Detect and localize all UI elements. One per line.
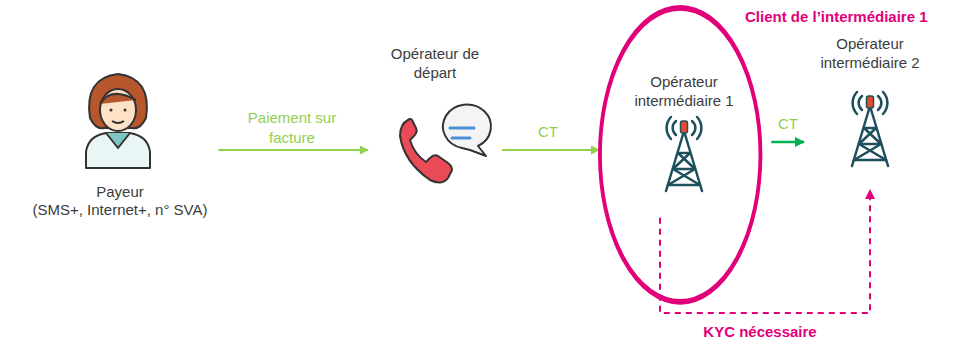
node-text: Opérateur intermédiaire 2 xyxy=(814,35,926,73)
edge-label: Paiement sur facture xyxy=(233,108,351,147)
phone-icon xyxy=(400,104,491,182)
highlight-circle: Opérateur intermédiaire 1 xyxy=(598,5,770,217)
flow-arrow xyxy=(771,141,804,144)
edge-label: KYC nécessaire xyxy=(680,322,840,342)
callout-label: Client de l’intermédiaire 1 xyxy=(745,8,928,25)
person-icon xyxy=(86,74,150,168)
node-text: (SMS+, Internet+, n° SVA) xyxy=(33,201,208,220)
dashed-connector xyxy=(660,190,870,313)
operator-node: Opérateur intermédiaire 2 xyxy=(809,35,931,185)
operator-node: Opérateur de départ xyxy=(373,45,497,190)
node-text: Opérateur de départ xyxy=(379,45,491,83)
highlight-outline xyxy=(600,8,761,302)
edge-label: CT xyxy=(768,114,808,134)
edge-label: CT xyxy=(528,122,568,142)
highlight-ellipse xyxy=(598,5,770,217)
flow-arrow xyxy=(219,149,369,151)
flow-arrow xyxy=(502,149,599,151)
payer-node: Payeur(SMS+, Internet+, n° SVA) xyxy=(27,70,214,220)
node-text: Opérateur intermédiaire 1 xyxy=(628,73,740,111)
node-text: Payeur xyxy=(96,183,144,202)
